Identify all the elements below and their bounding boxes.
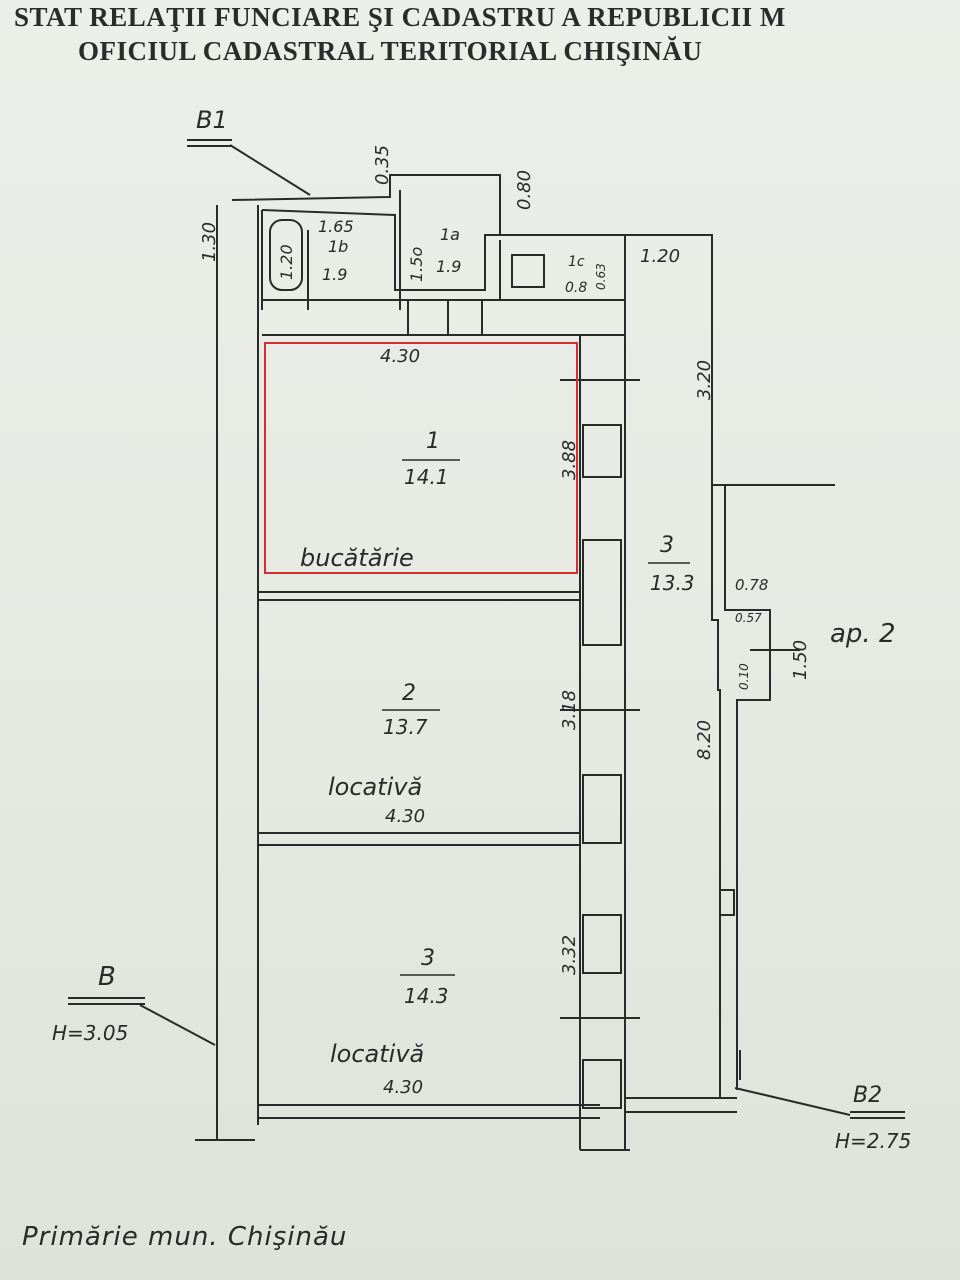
- room-1-number: 1: [426, 429, 440, 454]
- header-office: OFICIUL CADASTRAL TERITORIAL CHIŞINĂU: [78, 36, 703, 66]
- top-wall: [231, 174, 501, 235]
- dim-130: 1.30: [199, 222, 220, 262]
- room-2-number: 2: [402, 681, 416, 706]
- room-3-width: 4.30: [383, 1077, 423, 1098]
- room-3-label: locativă: [330, 1040, 424, 1068]
- dim-820: 8.20: [694, 720, 715, 760]
- marker-b2: B2: [853, 1083, 882, 1108]
- dim-430-top: 4.30: [380, 346, 420, 367]
- header-institution: STAT RELAŢII FUNCIARE ŞI CADASTRU A REPU…: [14, 2, 786, 32]
- room-1a-number: 1a: [440, 225, 460, 244]
- marker-b: B: [98, 962, 116, 992]
- dim-080: 0.80: [514, 170, 535, 210]
- dim-150b: 1.50: [790, 640, 811, 680]
- room-1b-number: 1b: [328, 237, 348, 256]
- room-1c-number: 1c: [568, 254, 585, 270]
- dim-165: 1.65: [318, 217, 354, 236]
- dim-318: 3.18: [559, 690, 580, 730]
- room-1-label: bucătărie: [300, 544, 414, 572]
- corridor-number: 3: [660, 533, 674, 558]
- dim-320: 3.20: [694, 360, 715, 400]
- corridor-area: 13.3: [650, 571, 695, 595]
- room-3-area: 14.3: [404, 984, 449, 1008]
- footer-signature: Primărie mun. Chişinău: [22, 1222, 348, 1252]
- marker-b2-h: H=2.75: [835, 1129, 911, 1153]
- apartment-label: ap. 2: [830, 619, 896, 649]
- sink: [511, 254, 545, 288]
- dim-035: 0.35: [372, 145, 393, 185]
- marker-b1: B1: [196, 106, 228, 134]
- marker-b-h: H=3.05: [52, 1021, 128, 1045]
- room-2-width: 4.30: [385, 806, 425, 827]
- dim-120-right: 1.20: [640, 246, 680, 267]
- dim-120-bath: 1.20: [277, 244, 296, 280]
- dim-063: 0.63: [594, 263, 608, 290]
- dim-010: 0.10: [737, 663, 751, 690]
- room-1a-area: 1.9: [436, 257, 461, 276]
- room-1b-area: 1.9: [322, 265, 347, 284]
- dim-078: 0.78: [735, 576, 768, 594]
- dim-057: 0.57: [735, 611, 762, 625]
- kitchen-highlight: [264, 342, 578, 574]
- bathtub: [269, 219, 303, 291]
- utility-wall: [261, 209, 625, 291]
- room-3-number: 3: [421, 946, 435, 971]
- room-1c-area: 0.8: [565, 280, 587, 296]
- dim-332: 3.32: [559, 935, 580, 975]
- room-2-label: locativă: [328, 773, 422, 801]
- room-1-area: 14.1: [404, 465, 449, 489]
- room-2-area: 13.7: [383, 715, 428, 739]
- dim-388: 3.88: [559, 440, 580, 480]
- dim-150a: 1.5o: [407, 247, 426, 282]
